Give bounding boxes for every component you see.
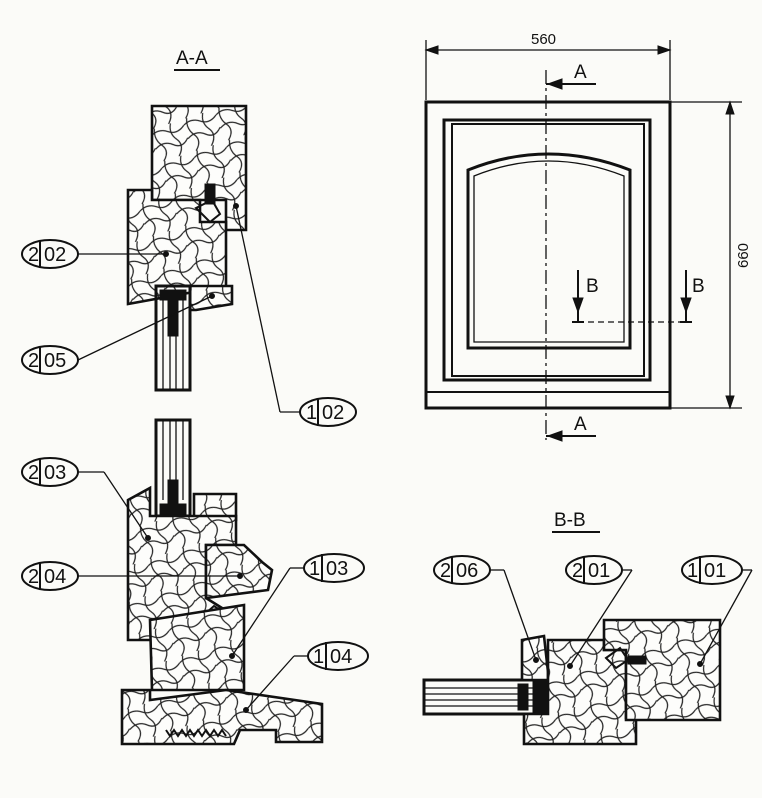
callout-203: 2 03 <box>21 457 151 541</box>
svg-text:1: 1 <box>309 558 320 580</box>
section-aa-title: A-A <box>176 48 208 69</box>
svg-text:05: 05 <box>44 350 66 372</box>
callout-102: 1 02 <box>233 203 357 427</box>
window-elevation: 560 660 A A B B <box>424 31 752 442</box>
svg-text:04: 04 <box>330 646 352 668</box>
frame-sill-part-103 <box>148 603 246 692</box>
seal-gasket <box>204 183 216 205</box>
svg-text:2: 2 <box>28 462 39 484</box>
svg-text:2: 2 <box>440 560 451 582</box>
svg-text:2: 2 <box>28 566 39 588</box>
svg-text:03: 03 <box>44 462 66 484</box>
height-arrows <box>725 100 735 410</box>
cut-a-bottom-arrow <box>546 430 563 442</box>
cut-b-right-arrow <box>680 297 692 314</box>
width-dimension-value: 560 <box>531 31 556 48</box>
sash-outline <box>442 118 652 382</box>
part-callouts: 2 02 2 05 1 02 2 03 <box>21 203 753 713</box>
callout-104: 1 04 <box>243 641 369 713</box>
section-bb: B-B <box>422 510 722 746</box>
svg-text:1: 1 <box>687 560 698 582</box>
cut-b-left-arrow <box>572 297 584 314</box>
callout-205: 2 05 <box>21 293 215 375</box>
svg-text:01: 01 <box>588 560 610 582</box>
frame-jamb-part-101 <box>602 618 722 722</box>
callout-206: 2 06 <box>433 555 539 663</box>
svg-text:03: 03 <box>326 558 348 580</box>
glazing-unit-bottom <box>154 418 192 518</box>
svg-text:1: 1 <box>306 402 317 424</box>
glazing-unit-top <box>154 284 192 392</box>
callout-101: 1 01 <box>681 555 753 667</box>
svg-text:2: 2 <box>28 350 39 372</box>
width-arrows <box>424 45 672 55</box>
svg-text:04: 04 <box>44 566 66 588</box>
section-aa-top: A-A <box>126 48 248 392</box>
glass-bead-line <box>473 160 625 343</box>
sill-drip-serrations <box>165 728 227 738</box>
svg-text:06: 06 <box>456 560 478 582</box>
callout-201: 2 01 <box>565 555 633 669</box>
svg-text:2: 2 <box>28 244 39 266</box>
side-seal-gasket <box>627 655 647 665</box>
cut-b-right-label: B <box>692 276 705 297</box>
svg-text:2: 2 <box>572 560 583 582</box>
weather-bar-part-204 <box>204 543 274 600</box>
cut-a-top-label: A <box>574 62 587 83</box>
svg-text:02: 02 <box>322 402 344 424</box>
svg-text:01: 01 <box>704 560 726 582</box>
sash-inner-line <box>451 123 645 377</box>
window-sill-part-104 <box>120 688 324 746</box>
outer-frame <box>424 100 672 410</box>
callout-202: 2 02 <box>21 239 169 269</box>
glass-pane-arched <box>466 152 632 350</box>
cut-a-top-arrow <box>546 78 563 90</box>
svg-text:02: 02 <box>44 244 66 266</box>
svg-text:1: 1 <box>313 646 324 668</box>
section-bb-title: B-B <box>554 510 586 531</box>
cut-a-bottom-label: A <box>574 414 587 435</box>
callout-103: 1 03 <box>229 553 365 659</box>
section-aa-bottom <box>120 418 324 746</box>
height-dimension-value: 660 <box>735 243 752 268</box>
callout-204: 2 04 <box>21 561 243 591</box>
side-glazing-gasket <box>535 679 549 715</box>
cut-b-left-label: B <box>586 276 599 297</box>
seal-lip <box>194 198 222 224</box>
glazing-unit-side <box>422 678 536 716</box>
